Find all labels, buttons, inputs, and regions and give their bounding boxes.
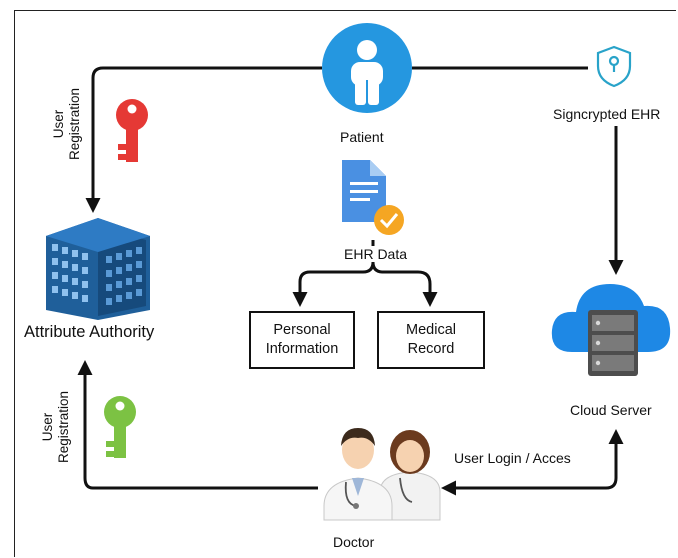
user-registration-bottom-label: User Registration	[40, 377, 74, 477]
user-registration-bottom-line2: Registration	[56, 390, 71, 464]
edge-ehr-split-right	[371, 261, 438, 307]
patient-label: Patient	[340, 129, 384, 145]
green-key-icon	[104, 396, 136, 458]
building-icon	[46, 218, 150, 320]
personal-line2: Information	[265, 341, 339, 357]
edge-doctor-cloud	[441, 429, 624, 496]
cloud-server-label: Cloud Server	[570, 402, 652, 418]
user-registration-bottom-line1: User	[40, 412, 55, 442]
diagram-frame	[14, 10, 676, 557]
user-registration-top-line2: Registration	[67, 87, 82, 161]
attribute-authority-label: Attribute Authority	[24, 323, 155, 341]
medical-line2: Record	[407, 341, 455, 357]
cloud-server-icon	[551, 284, 671, 376]
edge-patient-to-authority	[85, 66, 322, 213]
doctor-label: Doctor	[333, 534, 375, 550]
patient-icon	[322, 23, 412, 113]
personal-information-box: Personal Information	[249, 311, 355, 369]
login-access-label: User Login / Acces	[454, 450, 571, 466]
connectors	[77, 66, 624, 496]
user-registration-top-line1: User	[51, 109, 66, 139]
shield-lock-icon	[596, 45, 632, 88]
medical-record-box: Medical Record	[377, 311, 485, 369]
personal-line1: Personal	[273, 322, 331, 338]
signcrypted-ehr-label: Signcrypted EHR	[553, 106, 661, 122]
red-key-icon	[116, 99, 148, 162]
ehr-data-label: EHR Data	[342, 246, 410, 262]
doctors-icon	[323, 428, 441, 521]
user-registration-top-label: User Registration	[51, 74, 85, 174]
medical-line1: Medical	[406, 322, 456, 338]
document-check-icon	[342, 160, 404, 235]
edge-doctor-to-authority	[77, 360, 318, 490]
